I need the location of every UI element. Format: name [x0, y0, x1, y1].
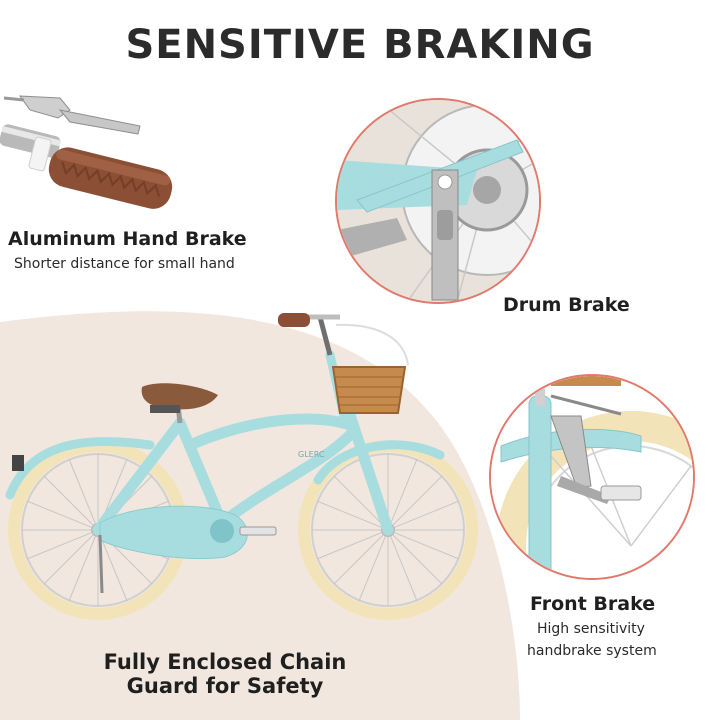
- front-brake-description-line2: handbrake system: [527, 643, 657, 659]
- hand-brake-description: Shorter distance for small hand: [14, 256, 235, 272]
- drum-brake-image: [337, 100, 539, 302]
- bicycle-image: GLERC: [5, 313, 478, 620]
- chain-guard-label-line2: Guard for Safety: [126, 674, 324, 698]
- hand-brake-label: Aluminum Hand Brake: [8, 228, 247, 250]
- drum-brake-label: Drum Brake: [503, 294, 630, 316]
- drum-brake-closeup: [335, 98, 541, 304]
- front-brake-image: [491, 376, 693, 578]
- front-brake-closeup: [489, 374, 695, 580]
- bike-brand-text: GLERC: [298, 450, 325, 459]
- front-brake-description-line1: High sensitivity: [537, 621, 645, 637]
- hand-brake-grip-image: [0, 95, 173, 209]
- front-brake-label: Front Brake: [530, 593, 656, 615]
- page-title: SENSITIVE BRAKING: [125, 22, 595, 68]
- chain-guard-label-line1: Fully Enclosed Chain: [103, 650, 347, 674]
